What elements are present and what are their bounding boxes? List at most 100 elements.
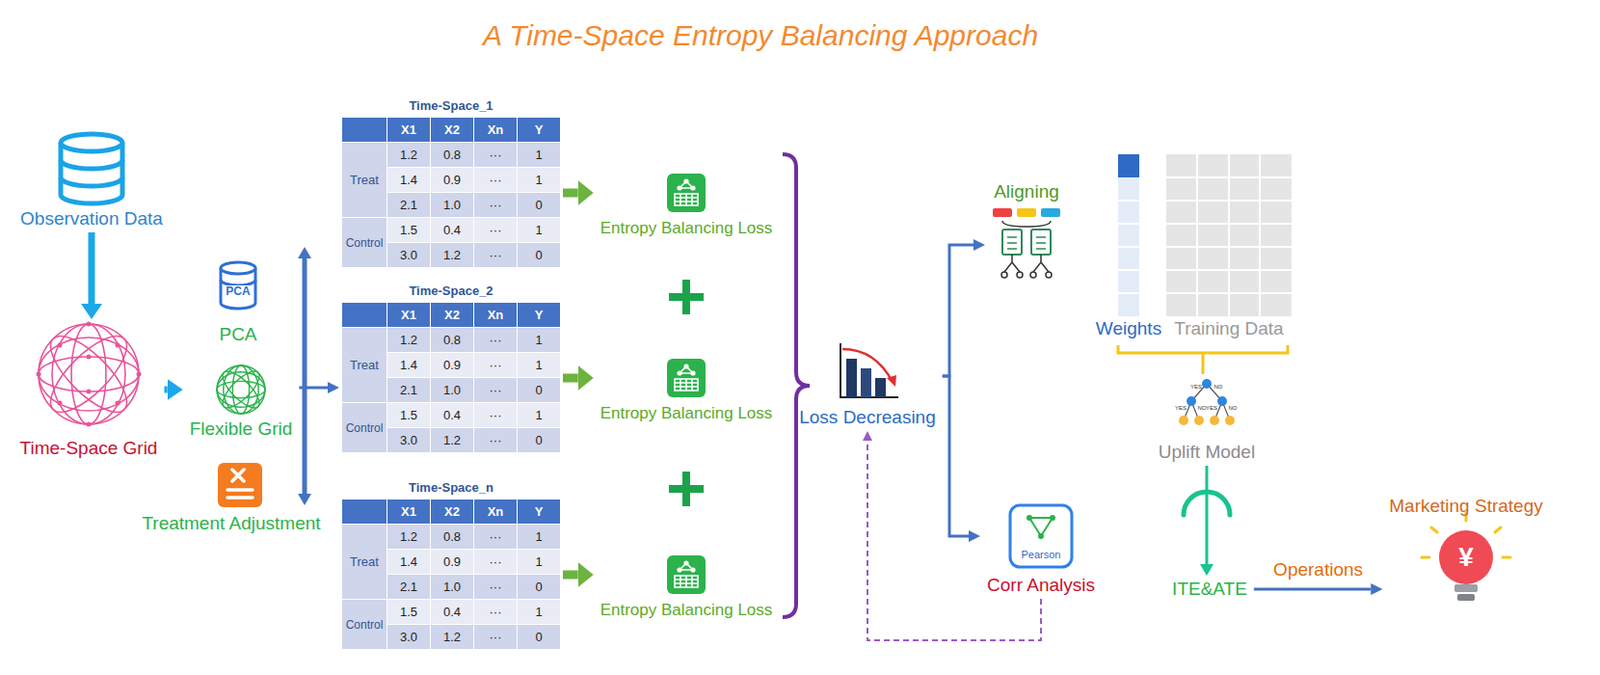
time-space-grid-sphere [86, 389, 92, 395]
group-cell: Control [342, 402, 387, 453]
table-cell: 3.0 [387, 624, 430, 649]
time-space-grid-sphere [38, 337, 139, 411]
pearson-icon [1026, 514, 1033, 521]
table-heading: Time-Space_2 [342, 281, 560, 301]
tree-icon [1186, 378, 1227, 406]
table-cell: ··· [474, 524, 517, 549]
table-cell: ··· [474, 167, 517, 192]
pca-database-icon [220, 262, 256, 309]
table-cell: 0.8 [430, 327, 474, 352]
branch-label: NO [1228, 404, 1238, 411]
table-cell: 1.5 [387, 217, 430, 242]
aligning-icon [992, 208, 1061, 278]
weights-column [1118, 200, 1140, 294]
table-cell: 1.0 [430, 574, 474, 599]
time-space-grid-sphere [36, 321, 142, 427]
loss-decrease-node: Loss Decreasing [795, 339, 940, 428]
flow-arrow [942, 244, 974, 376]
table-cell: 1 [517, 167, 560, 192]
table-cell: 1 [517, 402, 560, 427]
table-cell: 1.0 [430, 377, 474, 402]
node-label: Uplift Model [1158, 441, 1255, 463]
header-cell: X1 [387, 499, 430, 524]
training-data-node: Training Data [1162, 154, 1296, 340]
time-space-grid-sphere [57, 400, 63, 406]
flow-arrow [298, 386, 328, 390]
flow-arrow [1253, 587, 1371, 591]
weights-node: Weights [1092, 154, 1166, 340]
table-heading: Time-Space_n [342, 478, 560, 498]
node-label: Entropy Balancing Loss [600, 599, 774, 621]
node-label: Observation Data [20, 208, 163, 230]
weights-column [1118, 154, 1140, 317]
database-icon [60, 133, 123, 152]
node-label: Weights [1095, 318, 1162, 340]
loss-chart-icon [875, 377, 886, 398]
table-cell: 0 [517, 624, 560, 649]
table-cell: 3.0 [387, 427, 430, 453]
icon-label: PCA [224, 285, 251, 297]
aligning-icon [1002, 229, 1051, 255]
branch-label: YES [1190, 383, 1202, 390]
table-cell: ··· [474, 352, 517, 377]
data-table: Time-Space_1X1X2XnYTreat1.20.8···11.40.9… [342, 96, 560, 267]
header-corner [342, 302, 387, 327]
time-space-grid-sphere [36, 372, 42, 377]
table-cell: 1 [517, 142, 560, 167]
time-space-grid-sphere [136, 372, 142, 377]
flow-arrow [87, 232, 95, 304]
table-grid: X1X2XnYTreat1.20.8···11.40.9···12.11.0··… [342, 117, 560, 267]
time-space-grid-sphere [86, 321, 92, 327]
flexible-grid-sphere [216, 365, 266, 414]
pearson-icon [1026, 514, 1056, 539]
split-bar [302, 258, 308, 494]
weights-column [1118, 154, 1140, 178]
pca-database-icon [220, 262, 256, 274]
table-cell: 2.1 [387, 574, 430, 599]
table-cell: 0.9 [430, 352, 474, 377]
loss-node: Entropy Balancing Loss [596, 173, 777, 240]
header-cell: Xn [474, 117, 517, 142]
database-icon [60, 133, 123, 204]
table-cell: 1.2 [430, 624, 474, 649]
treatment-adjustment-icon [217, 462, 263, 507]
aligning-icon [1007, 237, 1046, 249]
adjust-node: Treatment Adjustment [137, 458, 324, 534]
tree-icon [1186, 396, 1197, 406]
flexible-grid-sphere [216, 372, 266, 407]
table-cell: 0.4 [430, 599, 474, 624]
group-cell: Treat [342, 327, 387, 402]
table-cell: 1.2 [430, 242, 474, 267]
header-cell: X2 [430, 117, 474, 142]
header-cell: Y [517, 499, 560, 524]
group-cell: Treat [342, 524, 387, 599]
data-source: Observation Data [16, 131, 167, 230]
data-table: Time-Space_2X1X2XnYTreat1.20.8···11.40.9… [342, 281, 560, 453]
flow-arrow [562, 188, 579, 198]
time-space-grid-sphere [86, 422, 92, 427]
group-cell: Treat [342, 142, 387, 217]
node-label: Pearson [983, 547, 1099, 561]
table-cell: 1.4 [387, 549, 430, 574]
group-cell: Control [342, 217, 387, 267]
aligning-icon [1001, 271, 1052, 278]
aligning-icon [1002, 229, 1022, 255]
time-space-grid-sphere [52, 323, 126, 425]
table-cell: 1 [517, 327, 560, 352]
pca-node: PCA [214, 258, 262, 346]
aligning-icon [1031, 229, 1051, 255]
tree-icon [1183, 383, 1230, 421]
table-cell: 0 [517, 377, 560, 402]
grid-node: Flexible Grid [186, 364, 297, 440]
entropy-icon [666, 358, 706, 398]
aligning-icon [1040, 208, 1061, 217]
table-cell: ··· [474, 142, 517, 167]
table-cell: 1.2 [387, 142, 430, 167]
table-cell: 1 [517, 217, 560, 242]
branch-label: NO [1214, 383, 1224, 390]
table-cell: 1.5 [387, 402, 430, 427]
header-cell: X1 [387, 117, 430, 142]
table-cell: ··· [474, 427, 517, 453]
bulb-icon [1454, 584, 1478, 592]
group-cell: Control [342, 599, 387, 649]
